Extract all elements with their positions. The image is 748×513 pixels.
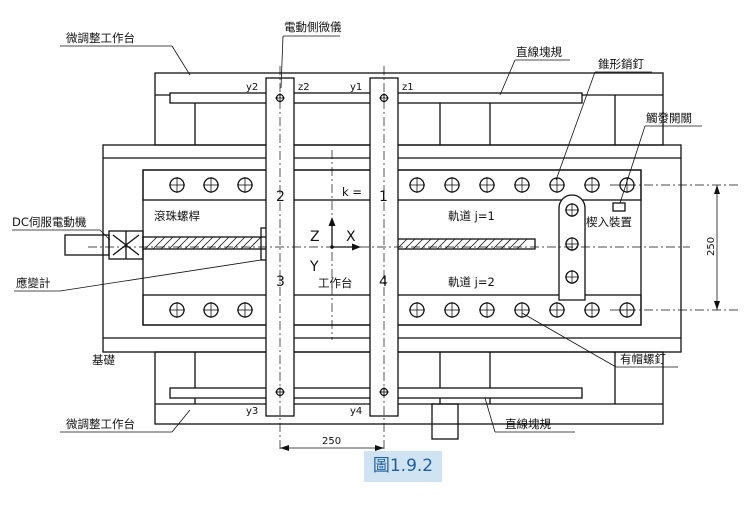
label-y3: y3 [246, 406, 258, 417]
label-trigger-switch: 觸發開關 [646, 111, 692, 125]
label-num-2: 2 [276, 189, 285, 205]
label-z1: z1 [402, 82, 414, 93]
label-axis-z: Z [310, 229, 320, 245]
fine-table-bottom [154, 351, 664, 440]
label-linear-scale-top: 直線塊規 [516, 45, 562, 59]
dc-servo-motor [64, 230, 144, 260]
label-taper-pin: 錐形銷釘 [598, 57, 644, 71]
label-base: 基礎 [92, 353, 115, 367]
insert-device-plate [558, 194, 586, 301]
leader-lines [12, 35, 702, 433]
label-ball-screw: 滾珠螺桿 [154, 209, 200, 223]
dimension-horizontal [280, 445, 384, 451]
label-dim-horizontal: 250 [322, 436, 341, 447]
label-cap-screw: 有帽螺釘 [620, 352, 666, 366]
rail-holes-top [169, 177, 635, 193]
label-strain-gauge: 應變計 [16, 276, 51, 290]
dimension-vertical [714, 185, 720, 310]
label-y4: y4 [350, 406, 362, 417]
label-dc-servo-motor: DC伺服電動機 [12, 215, 87, 229]
label-axis-y: Y [309, 259, 319, 275]
label-num-1: 1 [379, 189, 388, 205]
label-axis-x: X [346, 229, 356, 245]
label-k-eq: k = [342, 185, 362, 199]
label-fine-table-top: 微調整工作台 [66, 31, 135, 45]
rail-holes-bottom [169, 302, 635, 318]
label-linear-scale-bottom: 直線塊規 [505, 417, 551, 431]
figure-caption: 圖1.9.2 [364, 451, 442, 482]
label-num-4: 4 [379, 274, 388, 290]
coordinate-axes [328, 217, 361, 251]
center-lines [88, 66, 740, 452]
label-num-3: 3 [276, 274, 285, 290]
trigger-switch-block [612, 202, 626, 212]
label-work-table: 工作台 [318, 276, 353, 290]
label-y1: y1 [350, 82, 362, 93]
label-y2: y2 [246, 82, 258, 93]
label-side-probe: 電動側微儀 [284, 20, 342, 34]
label-fine-table-bottom: 微調整工作台 [66, 417, 135, 431]
label-z2: z2 [298, 82, 310, 93]
label-track-1: 軌道 j=1 [448, 209, 495, 223]
label-dim-vertical: 250 [706, 237, 717, 256]
label-insert-device: 楔入裝置 [586, 215, 632, 229]
label-track-2: 軌道 j=2 [448, 275, 495, 289]
